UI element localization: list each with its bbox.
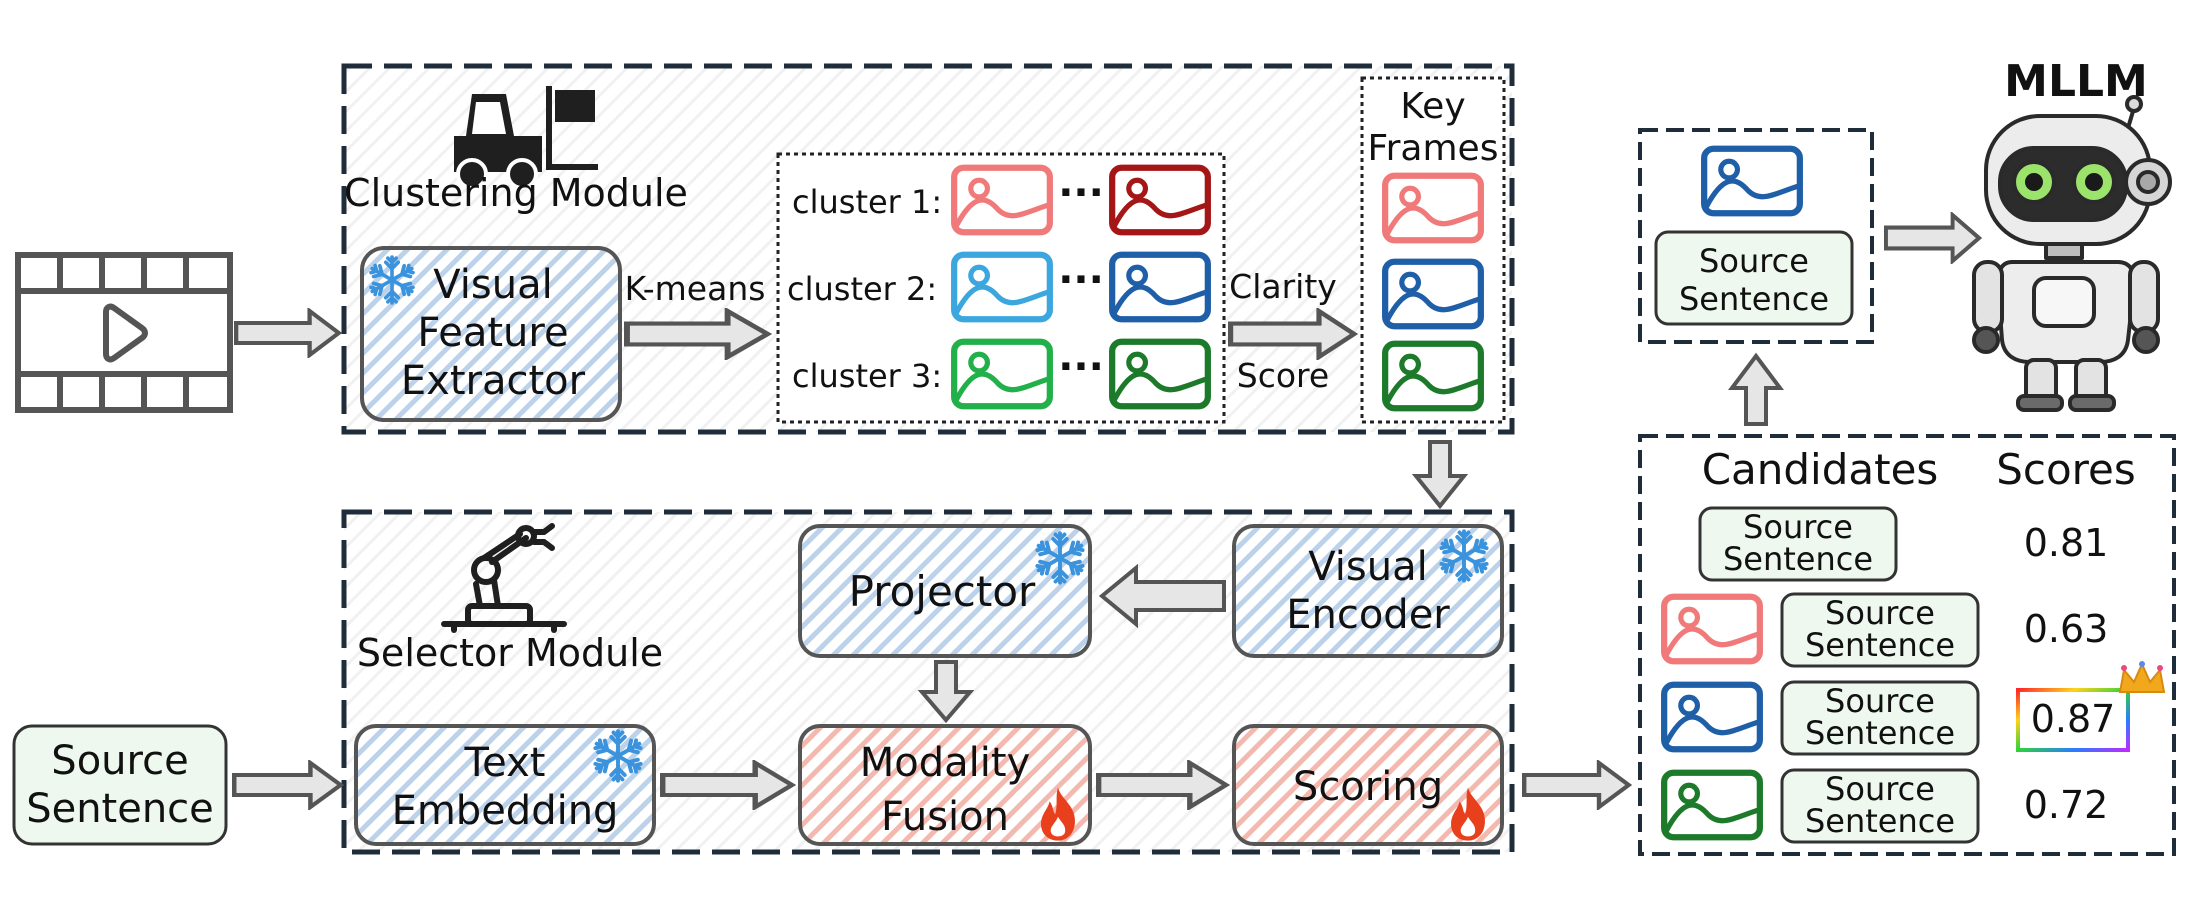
table-row: Source Sentence 0.63 <box>1664 592 2109 668</box>
mllm-source-line2: Sentence <box>1679 280 1829 318</box>
candidate-source-line2: Sentence <box>1805 714 1955 752</box>
candidate-source-box <box>1780 768 1980 844</box>
candidate-source-line1: Source <box>1825 770 1935 808</box>
projector-box <box>798 524 1092 658</box>
cluster1-label: cluster 1: <box>792 183 942 221</box>
clustering-module-title: Clustering Module <box>344 171 688 215</box>
candidate-source-line2: Sentence <box>1805 626 1955 664</box>
arrow-video-to-extractor <box>236 311 339 355</box>
arrow-projector-to-fusion <box>917 660 975 724</box>
candidate-score: 0.81 <box>2024 521 2109 565</box>
table-row: Source Sentence 0.87 <box>1664 661 2166 756</box>
cluster3-label: cluster 3: <box>792 357 942 395</box>
extractor-label-line2: Feature <box>417 310 568 356</box>
forklift-icon <box>454 86 598 190</box>
input-source-line1: Source <box>51 738 188 784</box>
text-embedding-box <box>354 724 656 846</box>
arrow-candidates-to-mllm-input <box>1728 352 1784 426</box>
mllm-source-box <box>1654 230 1854 326</box>
cluster1-ellipsis: ··· <box>1058 170 1104 216</box>
input-source-sentence-box <box>12 724 228 846</box>
fusion-label-line1: Modality <box>860 740 1030 786</box>
score-label: Score <box>1237 356 1329 395</box>
arrow-encoder-to-projector <box>1098 563 1226 629</box>
candidate-score: 0.87 <box>2031 697 2116 741</box>
selector-module-title: Selector Module <box>357 631 663 675</box>
cluster2-ellipsis: ··· <box>1058 257 1104 303</box>
visual-encoder-label-line1: Visual <box>1308 544 1427 590</box>
key-frames-label-line1: Key <box>1400 86 1465 127</box>
text-embedding-label-line1: Text <box>464 740 546 786</box>
candidate-source-box <box>1780 680 1980 756</box>
candidate-source-line2: Sentence <box>1805 802 1955 840</box>
modality-fusion-box <box>798 724 1092 846</box>
candidate-source-line1: Source <box>1825 682 1935 720</box>
text-embedding-label-line2: Embedding <box>392 788 619 834</box>
visual-encoder-label-line2: Encoder <box>1286 592 1450 638</box>
table-row: Source Sentence 0.72 <box>1664 768 2109 844</box>
scoring-box <box>1232 724 1504 846</box>
candidate-source-box <box>1698 506 1898 582</box>
candidate-source-line1: Source <box>1743 508 1853 546</box>
candidate-source-line1: Source <box>1825 594 1935 632</box>
input-source-line2: Sentence <box>26 786 214 832</box>
arrow-keyframes-to-encoder <box>1411 440 1469 510</box>
candidate-source-box <box>1780 592 1980 668</box>
mllm-title: MLLM <box>2004 56 2148 107</box>
candidates-header: Candidates <box>1702 445 1939 494</box>
projector-label: Projector <box>849 567 1036 616</box>
cluster2-label: cluster 2: <box>787 270 937 308</box>
scoring-label: Scoring <box>1293 764 1443 810</box>
visual-feature-extractor-box <box>360 246 622 422</box>
best-score-highlight <box>2016 688 2130 752</box>
arrow-input-to-embedding <box>234 763 340 807</box>
visual-encoder-box <box>1232 524 1504 658</box>
robot-mascot-icon <box>1972 95 2172 412</box>
kmeans-label: K-means <box>625 269 766 308</box>
candidate-source-line2: Sentence <box>1723 540 1873 578</box>
clarity-label: Clarity <box>1229 267 1337 306</box>
key-frames-label-line2: Frames <box>1368 128 1499 169</box>
cluster3-ellipsis: ··· <box>1058 344 1104 390</box>
video-film-icon <box>15 252 233 413</box>
candidate-score: 0.72 <box>2024 783 2109 827</box>
extractor-label-line3: Extractor <box>401 358 586 404</box>
arrow-to-mllm <box>1886 215 1979 261</box>
arrow-scoring-to-candidates <box>1524 763 1629 807</box>
candidate-score: 0.63 <box>2024 607 2109 651</box>
table-row: Source Sentence 0.81 <box>1698 506 2109 582</box>
crown-icon <box>2118 661 2166 693</box>
robot-arm-icon <box>441 523 567 633</box>
scores-header: Scores <box>1996 445 2136 494</box>
extractor-label-line1: Visual <box>433 262 552 308</box>
mllm-source-line1: Source <box>1699 242 1809 280</box>
fusion-label-line2: Fusion <box>881 794 1009 840</box>
